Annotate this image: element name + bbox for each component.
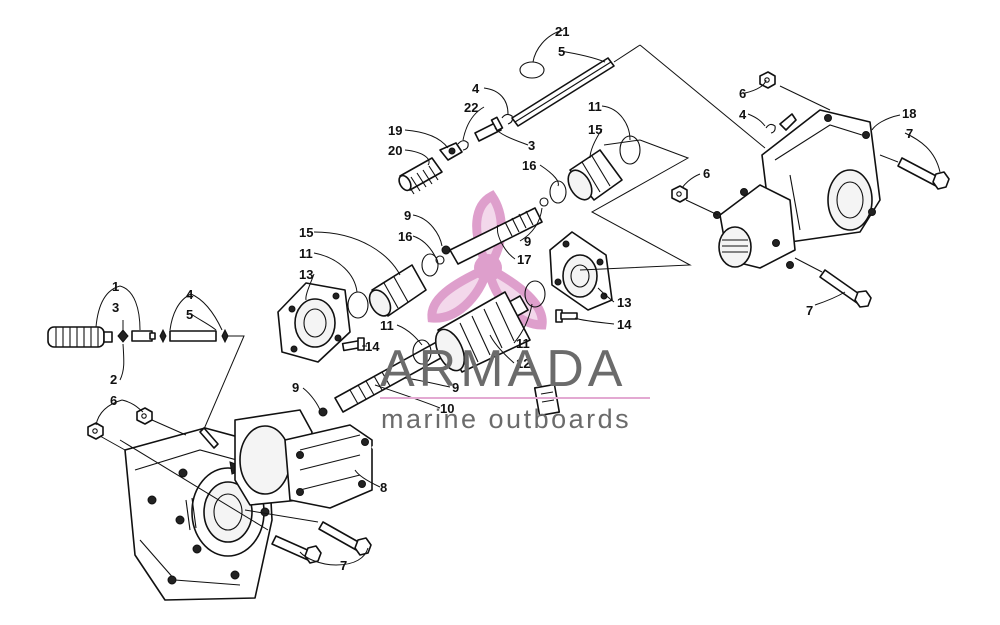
ball-9-lower [318, 407, 328, 417]
callout-21: 21 [555, 24, 569, 39]
callout-labels: 21 5 4 22 19 20 3 11 15 16 9 16 9 17 15 … [110, 24, 916, 573]
left-small-parts [47, 326, 245, 451]
callout-19: 19 [388, 123, 402, 138]
callout-13-left: 13 [299, 267, 313, 282]
callout-22: 22 [464, 100, 478, 115]
clamp-11-d [524, 280, 546, 308]
callout-17: 17 [517, 252, 531, 267]
callout-18: 18 [902, 106, 916, 121]
watermark-title: ARMADA [380, 340, 626, 398]
boot-12 [434, 291, 531, 373]
watermark: ARMADA marine outboards [380, 340, 650, 434]
pin-3-left [131, 330, 156, 342]
shaft-5-top [511, 57, 615, 127]
callout-11-a: 11 [299, 246, 313, 261]
retaining-ring-21 [519, 61, 545, 79]
assembly-lines [99, 44, 899, 531]
callout-4-top: 4 [472, 81, 480, 96]
clamp-11-a [347, 291, 369, 319]
callout-16-left: 16 [398, 229, 412, 244]
callout-1: 1 [112, 279, 119, 294]
boot-15-left [368, 264, 427, 317]
callout-10: 10 [440, 401, 454, 416]
bolt-7-right-top [897, 157, 950, 190]
ball-9-mid [441, 245, 451, 255]
spring-20 [398, 157, 443, 195]
callout-11-d: 11 [516, 336, 530, 351]
callout-7-right-top: 7 [906, 126, 913, 141]
callout-9-a: 9 [404, 208, 411, 223]
ball-9-upper [539, 197, 549, 207]
flange-13-right [549, 231, 613, 311]
clamp-11-b [421, 253, 439, 277]
flange-13-left [277, 282, 351, 363]
callout-4-left: 4 [186, 287, 194, 302]
callout-6-left: 6 [110, 393, 117, 408]
clip-4-right [765, 123, 776, 134]
shaft-5-left [169, 330, 217, 342]
bolt-7-left-a [271, 535, 322, 564]
callout-leaders [95, 29, 941, 566]
shaft-17 [449, 207, 543, 265]
pin-3-top [474, 116, 504, 142]
callout-11-c: 11 [380, 318, 394, 333]
callout-16-right: 16 [522, 158, 536, 173]
ball-16-left [435, 255, 445, 265]
callout-9-c: 9 [452, 380, 459, 395]
callout-5-left: 5 [186, 307, 193, 322]
callout-11-e: 11 [588, 99, 602, 114]
callout-6-right-mid: 6 [703, 166, 710, 181]
callout-12: 12 [516, 356, 530, 371]
right-housing-18 [713, 109, 881, 269]
callout-3-top: 3 [528, 138, 535, 153]
clip-4-left [159, 328, 167, 344]
watermark-subtitle: marine outboards [381, 404, 631, 434]
ball-left-end [221, 328, 229, 344]
callout-6-right-top: 6 [739, 86, 746, 101]
ball-2 [117, 329, 129, 343]
callout-7-left: 7 [340, 558, 347, 573]
bolt-7-left-b [318, 521, 372, 556]
callout-5-top: 5 [558, 44, 565, 59]
callout-3-left: 3 [112, 300, 119, 315]
callout-15-left: 15 [299, 225, 313, 240]
callout-9-d: 9 [292, 380, 299, 395]
callout-13-right: 13 [617, 295, 631, 310]
callout-14-left: 14 [365, 339, 380, 354]
callout-14-right: 14 [617, 317, 632, 332]
callout-2: 2 [110, 372, 117, 387]
actuator-8 [234, 383, 561, 509]
callout-4-right: 4 [739, 107, 747, 122]
callout-8: 8 [380, 480, 387, 495]
clamp-11-c [412, 339, 432, 365]
bolt-14-right [555, 309, 578, 323]
callout-9-b: 9 [524, 234, 531, 249]
callout-7-right-bottom: 7 [806, 303, 813, 318]
nut-6-right-mid [671, 185, 688, 203]
top-shaft-group [398, 57, 615, 195]
bolt-14-left [341, 337, 365, 352]
bolt-7-right-bottom [819, 269, 872, 308]
plunger-19 [439, 142, 463, 161]
clip-4-top [501, 113, 514, 125]
clip-22 [457, 140, 469, 151]
nut-6-left-b [136, 407, 153, 425]
boot-15-right [567, 149, 623, 201]
callout-20: 20 [388, 143, 402, 158]
callout-15-right: 15 [588, 122, 602, 137]
spring-1 [47, 326, 113, 348]
